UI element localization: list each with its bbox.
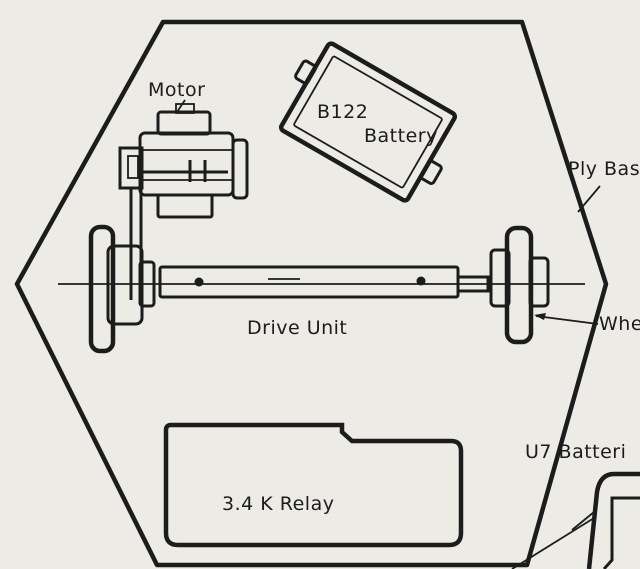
- motor-leader-line: [176, 99, 186, 113]
- wheel-label: Whe: [599, 313, 640, 335]
- ply-base-label: Ply Bas: [568, 158, 640, 180]
- relay-label: 3.4 K Relay: [222, 493, 334, 515]
- drive-unit-label: Drive Unit: [247, 317, 347, 339]
- drive-unit: [58, 244, 585, 326]
- wheel-leader-line: [535, 315, 599, 325]
- battery-model-label: B122: [317, 101, 368, 123]
- ply-base-hexagon: [14, 19, 609, 568]
- motor: [118, 103, 249, 300]
- motor-label: Motor: [148, 79, 205, 101]
- relay-box: [163, 422, 464, 548]
- right-wheel: [489, 225, 550, 345]
- battery-label: Battery: [364, 125, 438, 147]
- left-wheel: [88, 224, 116, 354]
- ply-base-leader-line: [577, 185, 601, 213]
- u7-batteries: [511, 471, 640, 569]
- u7-batteries-label: U7 Batteri: [525, 441, 626, 463]
- b122-battery: [278, 41, 458, 203]
